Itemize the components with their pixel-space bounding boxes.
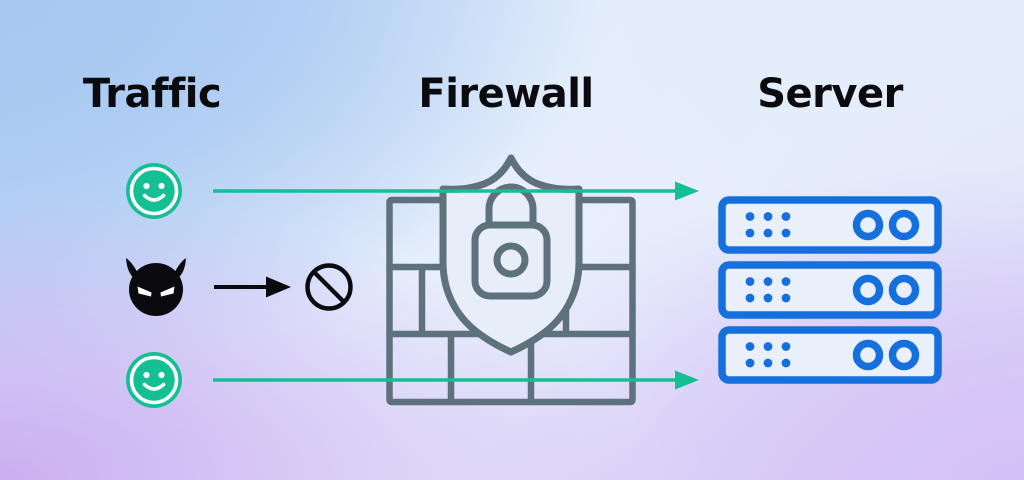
no-entry-icon [304, 262, 354, 312]
server-unit [718, 326, 942, 384]
server-unit [718, 261, 942, 319]
smiley-icon [125, 351, 183, 409]
smiley-icon [125, 162, 183, 220]
devil-icon [120, 256, 192, 318]
arrow-right-green-icon [213, 367, 701, 393]
firewall-icon [386, 152, 636, 406]
column-title-traffic: Traffic [82, 71, 222, 117]
shield-lock-icon [439, 154, 583, 356]
arrow-right-green-icon [213, 178, 701, 204]
server-stack-icon [718, 196, 942, 384]
column-title-server: Server [757, 71, 903, 117]
server-unit [718, 196, 942, 254]
column-title-firewall: Firewall [418, 71, 594, 117]
arrow-right-black-icon [214, 275, 292, 299]
